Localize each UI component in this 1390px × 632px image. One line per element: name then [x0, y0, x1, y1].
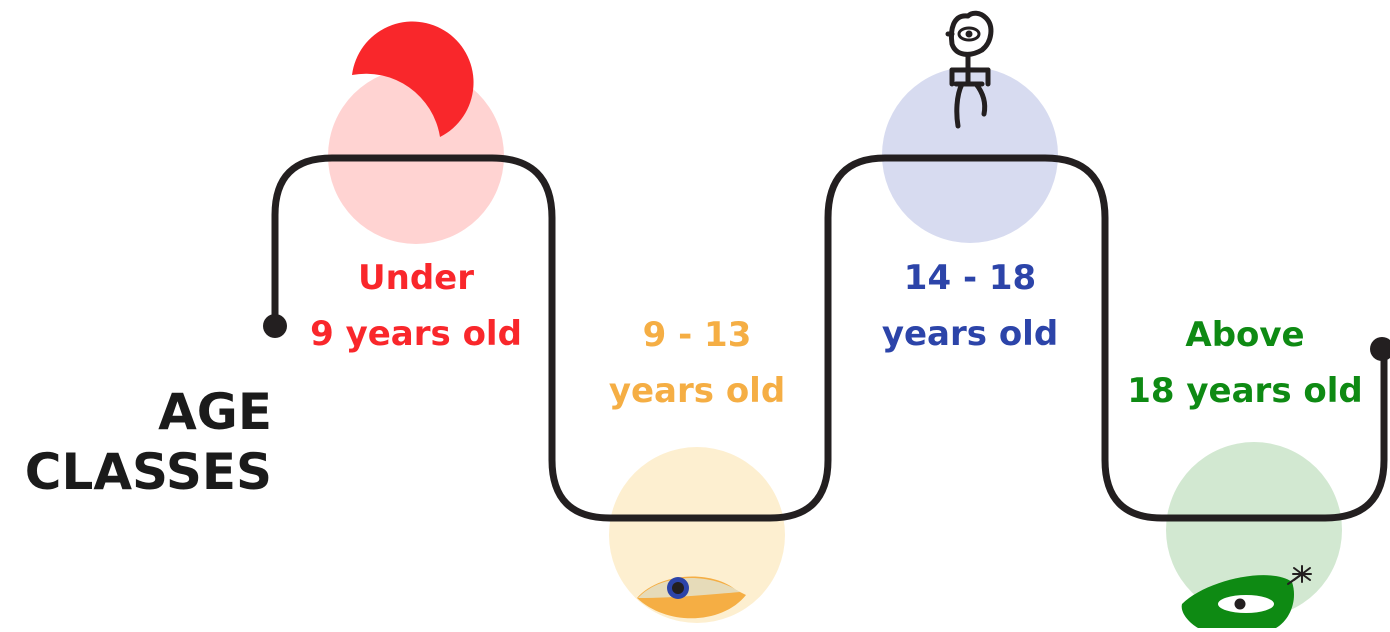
- title-line2: CLASSES: [24, 443, 272, 501]
- timeline-path: [271, 154, 1388, 522]
- stage-3-line2: years old: [881, 314, 1059, 354]
- stick-figure-icon: [945, 10, 994, 129]
- timeline-start-dot: [263, 314, 287, 338]
- stage-1-label: Under 9 years old: [310, 250, 522, 362]
- stage-4-label: Above 18 years old: [1127, 307, 1363, 419]
- stage-2-line1: 9 - 13: [642, 315, 752, 355]
- orange-eye-icon: [637, 576, 746, 619]
- stage-1-line1: Under: [358, 258, 474, 298]
- page-title: AGE CLASSES: [25, 382, 272, 502]
- timeline-end-dot: [1370, 337, 1390, 361]
- stage-4-line2: 18 years old: [1127, 371, 1363, 411]
- stage-2-circle: [609, 447, 785, 623]
- stage-3-line1: 14 - 18: [903, 258, 1037, 298]
- stage-2-line2: years old: [608, 371, 786, 411]
- stage-4-line1: Above: [1185, 315, 1305, 355]
- stage-2-label: 9 - 13 years old: [609, 307, 785, 419]
- stage-3-label: 14 - 18 years old: [882, 250, 1058, 362]
- stage-1-line2: 9 years old: [310, 314, 522, 354]
- green-bird-icon: [1181, 565, 1312, 628]
- title-line1: AGE: [158, 383, 272, 441]
- red-crescent-icon: [352, 21, 474, 137]
